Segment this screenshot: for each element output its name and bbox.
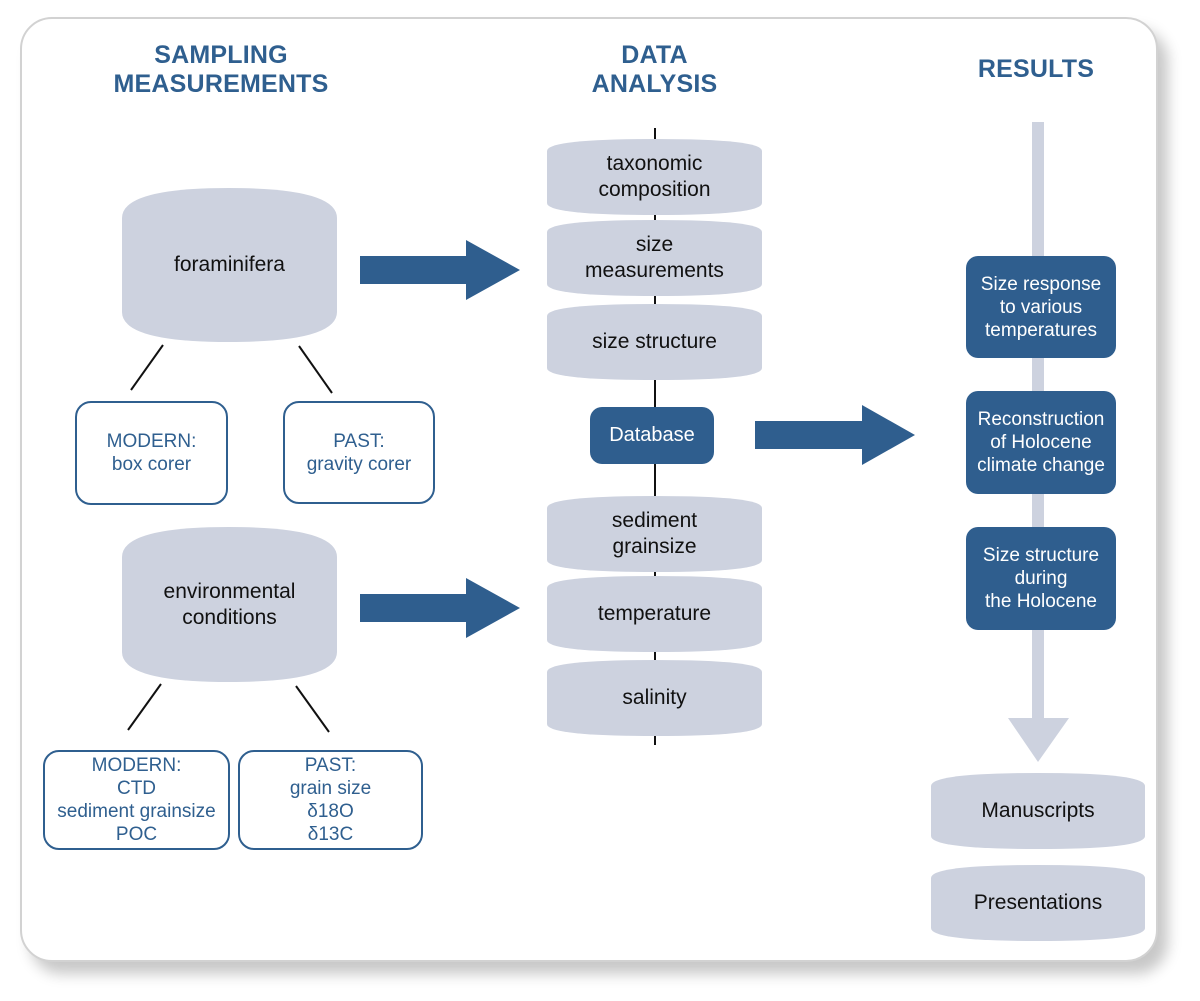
analysis-size-measurements-shape [547, 220, 762, 296]
connector-environmental-past [295, 685, 330, 733]
header-line: DATA [621, 41, 688, 69]
analysis-sediment-grainsize-shape [547, 496, 762, 572]
foraminifera-past-box: PAST: gravity corer [283, 401, 435, 504]
output-manuscripts-shape [931, 773, 1145, 849]
connector-environmental-modern [127, 683, 162, 731]
output-label: Presentations [973, 891, 1103, 914]
analysis-temperature: temperature [547, 576, 762, 652]
database-label: Database [609, 424, 695, 446]
result-line: of Holocene [990, 432, 1092, 453]
box-line: PAST: [304, 755, 357, 776]
header-sampling-measurements: SAMPLING MEASUREMENTS [95, 41, 347, 99]
analysis-temperature-shape [547, 576, 762, 652]
connector-foraminifera-modern [130, 344, 164, 391]
result-line: the Holocene [985, 591, 1097, 612]
connector-foraminifera-past [298, 345, 333, 394]
result-line: Size structure [982, 545, 1100, 566]
header-line: SAMPLING [154, 41, 288, 69]
box-line: sediment grainsize [57, 801, 216, 822]
environmental-conditions-node: environmental conditions [122, 527, 337, 682]
output-manuscripts: Manuscripts [931, 773, 1145, 849]
analysis-size-measurements: size measurements [547, 220, 762, 296]
header-data-analysis: DATA ANALYSIS [547, 41, 762, 99]
box-line: box corer [111, 454, 192, 475]
result-line: temperatures [985, 319, 1097, 341]
output-label: Manuscripts [981, 799, 1095, 822]
environmental-label-line: environmental [163, 579, 296, 603]
database-box: Database [590, 407, 714, 464]
analysis-taxonomic-composition: taxonomic composition [547, 139, 762, 215]
analysis-item-line: size structure [592, 330, 717, 353]
foraminifera-modern-box: MODERN: box corer [75, 401, 228, 505]
analysis-salinity-shape [547, 660, 762, 736]
analysis-item-line: composition [598, 178, 711, 201]
analysis-size-structure-shape [547, 304, 762, 380]
environmental-past-box: PAST: grain size δ18O δ13C [238, 750, 423, 850]
header-line: ANALYSIS [591, 70, 718, 98]
analysis-salinity: salinity [547, 660, 762, 736]
analysis-item-line: temperature [597, 602, 712, 625]
result-line: Reconstruction [977, 409, 1105, 430]
analysis-item-line: measurements [585, 259, 724, 282]
box-line: POC [115, 824, 158, 845]
output-presentations: Presentations [931, 865, 1145, 941]
result-line: climate change [977, 455, 1105, 476]
results-flow-arrowhead [1008, 718, 1069, 762]
box-line: MODERN: [91, 755, 182, 776]
environmental-cylinder [122, 527, 337, 682]
analysis-item-line: grainsize [612, 535, 697, 558]
box-line: CTD [116, 778, 157, 799]
environmental-modern-box: MODERN: CTD sediment grainsize POC [43, 750, 230, 850]
result-holocene-reconstruction-box: Reconstruction of Holocene climate chang… [966, 391, 1116, 494]
result-line: to various [999, 296, 1083, 318]
box-line: δ13C [307, 824, 354, 845]
arrow-database-to-results [755, 405, 915, 465]
result-size-structure-box: Size structure during the Holocene [966, 527, 1116, 630]
box-line: PAST: [333, 430, 385, 452]
analysis-item-line: salinity [622, 686, 687, 709]
output-presentations-shape [931, 865, 1145, 941]
box-line: gravity corer [306, 453, 412, 475]
box-line: MODERN: [106, 431, 197, 452]
foraminifera-label: foraminifera [174, 253, 285, 276]
environmental-label-line: conditions [182, 605, 277, 629]
foraminifera-node: foraminifera [122, 188, 337, 342]
header-line: MEASUREMENTS [113, 70, 329, 98]
foraminifera-cylinder [122, 188, 337, 342]
analysis-item-line: taxonomic [606, 152, 703, 175]
arrow-foraminifera-to-analysis [360, 240, 520, 300]
arrow-environmental-to-analysis [360, 578, 520, 638]
analysis-taxonomic-composition-shape [547, 139, 762, 215]
analysis-sediment-grainsize: sediment grainsize [547, 496, 762, 572]
box-line: grain size [289, 778, 372, 799]
analysis-item-line: size [635, 233, 674, 256]
box-line: δ18O [307, 801, 354, 822]
result-size-response-box: Size response to various temperatures [966, 256, 1116, 358]
result-line: during [1014, 568, 1068, 589]
header-line: RESULTS [977, 55, 1095, 83]
analysis-item-line: sediment [611, 509, 698, 532]
result-line: Size response [980, 273, 1102, 295]
analysis-size-structure: size structure [547, 304, 762, 380]
header-results: RESULTS [936, 55, 1136, 84]
